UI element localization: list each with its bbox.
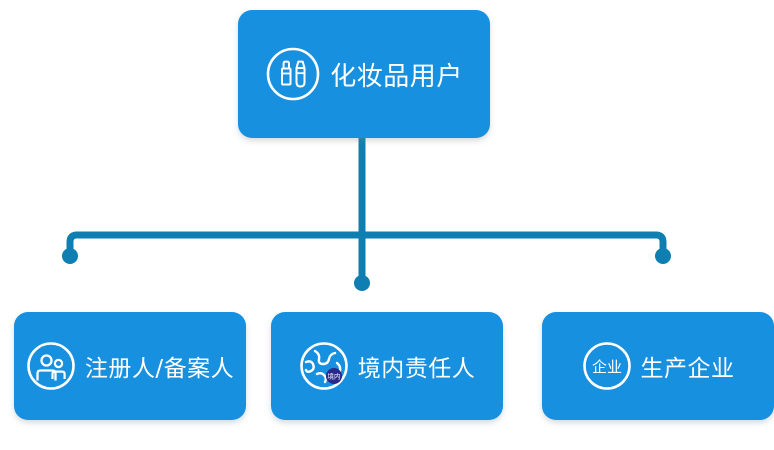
connector-dot-left <box>62 248 78 264</box>
node-label: 境内责任人 <box>357 356 476 382</box>
node-cosmetics-user[interactable]: 化妆品用户 <box>238 10 490 138</box>
connector-dot-center <box>354 275 370 291</box>
two-people-circle-icon <box>26 341 76 391</box>
node-content: 注册人/备案人 <box>26 341 234 391</box>
node-label: 生产企业 <box>640 356 735 382</box>
enterprise-circle-icon: 企业 <box>582 341 632 391</box>
node-domestic-responsible-person[interactable]: 境内 境内责任人 <box>271 312 503 420</box>
connector-bus-horizontal <box>66 231 667 255</box>
node-production-enterprise[interactable]: 企业 生产企业 <box>542 312 774 420</box>
node-content: 企业 生产企业 <box>582 341 735 391</box>
globe-badge-label: 境内 <box>327 371 340 380</box>
node-registrant[interactable]: 注册人/备案人 <box>14 312 246 420</box>
node-label: 注册人/备案人 <box>84 356 235 382</box>
node-content: 化妆品用户 <box>265 46 463 102</box>
node-content: 境内 境内责任人 <box>299 341 476 391</box>
enterprise-icon-text: 企业 <box>591 358 621 376</box>
lipstick-brush-circle-icon <box>265 46 321 102</box>
globe-circle-icon: 境内 <box>299 341 349 391</box>
connector-dot-right <box>655 248 671 264</box>
node-label: 化妆品用户 <box>330 61 463 92</box>
